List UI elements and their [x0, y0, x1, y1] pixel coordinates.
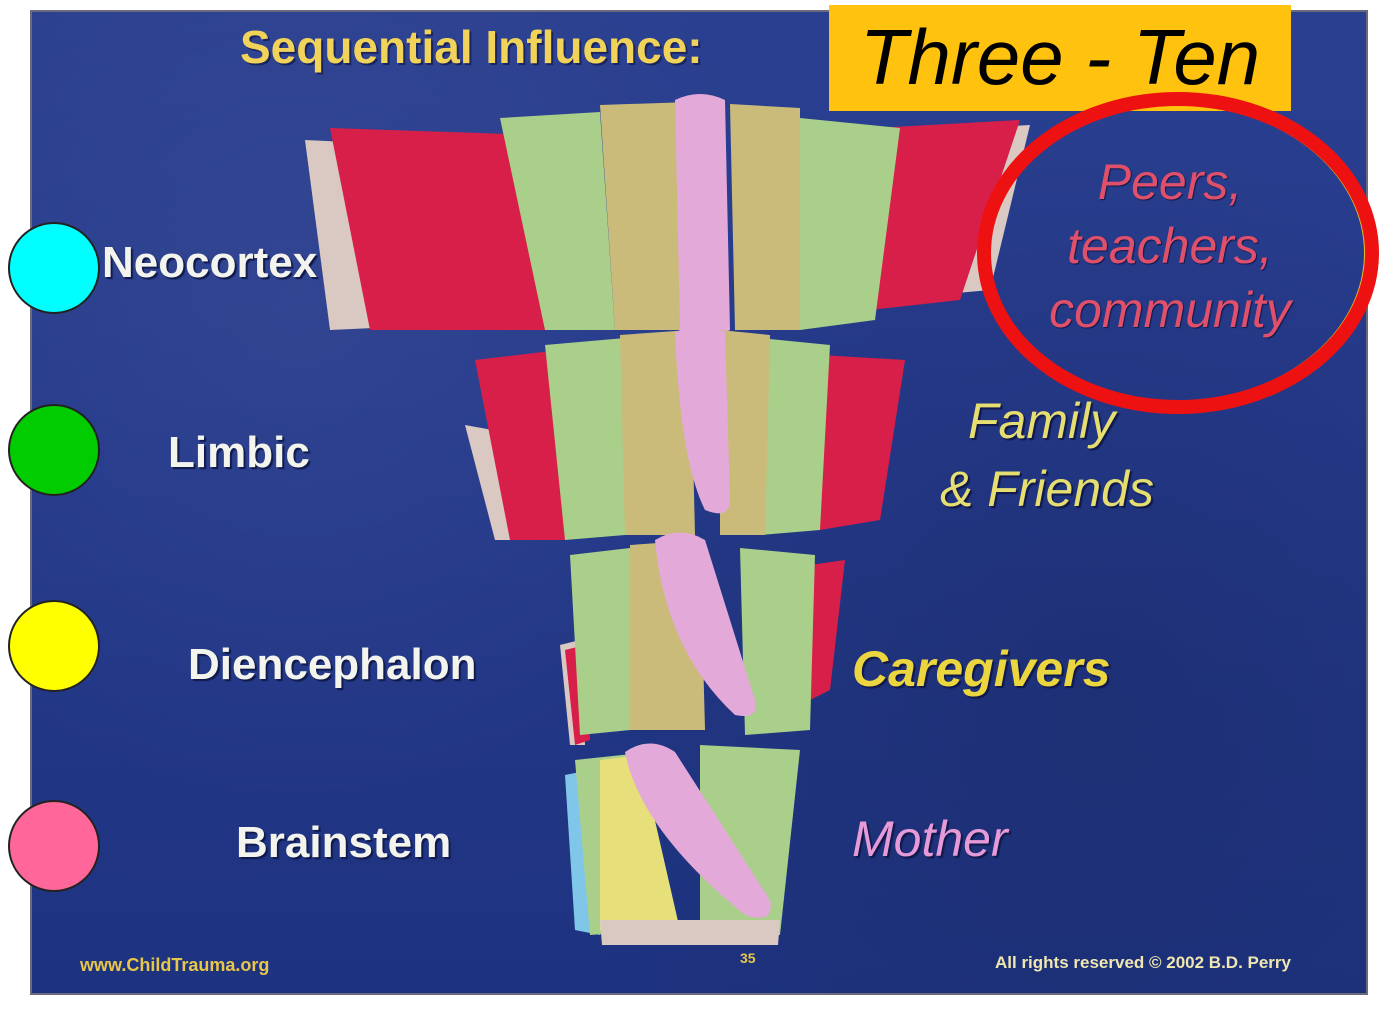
neocortex-marker-dot — [8, 222, 100, 314]
brainstem-marker-dot — [8, 800, 100, 892]
diencephalon-marker-dot — [8, 600, 100, 692]
footer-website: www.ChildTrauma.org — [80, 955, 269, 976]
footer-copyright: All rights reserved © 2002 B.D. Perry — [995, 953, 1291, 973]
limbic-marker-dot — [8, 404, 100, 496]
footer-page-number: 35 — [740, 950, 756, 966]
